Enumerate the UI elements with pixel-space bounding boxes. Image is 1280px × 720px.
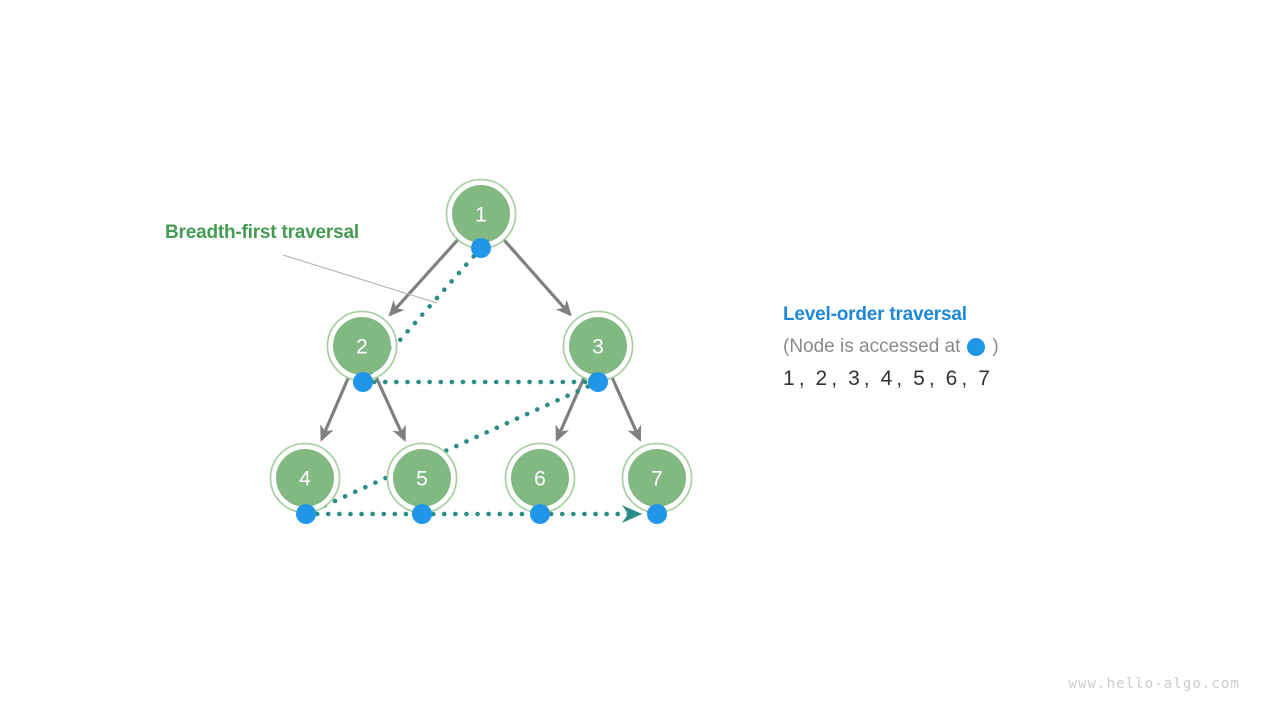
tree-node-1: 1 bbox=[445, 178, 517, 250]
traversal-sequence: 1,2,3,4,5,6,7 bbox=[783, 367, 1203, 391]
sequence-value-5: 5 bbox=[913, 367, 925, 390]
sequence-separator: , bbox=[831, 367, 838, 390]
traversal-segment-3 bbox=[303, 379, 601, 517]
sequence-separator: , bbox=[798, 367, 805, 390]
sequence-value-4: 4 bbox=[880, 367, 893, 390]
traversal-segment-1 bbox=[360, 245, 484, 385]
legend-panel: Level-order traversal (Node is accessed … bbox=[783, 304, 1203, 391]
tree-node-label: 4 bbox=[299, 468, 311, 491]
tree-node-label: 2 bbox=[356, 336, 368, 359]
access-dot-node-1 bbox=[471, 238, 491, 258]
tree-node-3: 3 bbox=[562, 310, 634, 382]
tree-edge-n3-n6 bbox=[555, 376, 586, 442]
tree-node-label: 6 bbox=[534, 468, 546, 491]
tree-edge-n2-n4 bbox=[320, 376, 350, 442]
tree-edge-n1-n3 bbox=[502, 238, 572, 317]
tree-edge-n3-n7 bbox=[610, 376, 642, 442]
tree-node-5: 5 bbox=[386, 442, 458, 514]
sequence-separator: , bbox=[863, 367, 870, 390]
tree-edge-n1-n2 bbox=[388, 238, 460, 317]
level-order-traversal-heading: Level-order traversal bbox=[783, 304, 967, 325]
tree-node-label: 1 bbox=[475, 204, 487, 227]
sequence-separator: , bbox=[928, 367, 935, 390]
sequence-value-6: 6 bbox=[945, 367, 958, 390]
sequence-separator: , bbox=[896, 367, 903, 390]
access-dots bbox=[296, 238, 667, 524]
tree-node-4: 4 bbox=[269, 442, 341, 514]
sequence-value-7: 7 bbox=[978, 367, 990, 390]
tree-node-2: 2 bbox=[326, 310, 398, 382]
access-dot-node-5 bbox=[412, 504, 432, 524]
access-dot-node-2 bbox=[353, 372, 373, 392]
tree-node-6: 6 bbox=[504, 442, 576, 514]
sequence-separator: , bbox=[961, 367, 968, 390]
tree-node-label: 7 bbox=[651, 468, 663, 491]
access-dot-node-7 bbox=[647, 504, 667, 524]
access-dot-node-3 bbox=[588, 372, 608, 392]
tree-edges bbox=[320, 238, 642, 443]
tree-node-7: 7 bbox=[621, 442, 693, 514]
access-legend: (Node is accessed at ) bbox=[783, 336, 1203, 358]
tree-edge-n2-n5 bbox=[374, 376, 407, 443]
traversal-path bbox=[303, 245, 643, 523]
leader-line-group bbox=[282, 254, 438, 304]
sequence-value-2: 2 bbox=[815, 367, 828, 390]
access-dot-node-4 bbox=[296, 504, 316, 524]
access-legend-text-after: ) bbox=[992, 336, 999, 357]
sequence-value-3: 3 bbox=[848, 367, 860, 390]
tree-node-label: 3 bbox=[592, 336, 604, 359]
tree-node-label: 5 bbox=[416, 468, 428, 491]
access-legend-text-before: (Node is accessed at bbox=[783, 336, 961, 357]
access-dot-node-6 bbox=[530, 504, 550, 524]
breadth-first-traversal-label: Breadth-first traversal bbox=[165, 222, 359, 243]
access-dot-icon bbox=[967, 338, 986, 356]
site-watermark: www.hello-algo.com bbox=[1068, 676, 1240, 692]
sequence-value-1: 1 bbox=[783, 367, 795, 390]
